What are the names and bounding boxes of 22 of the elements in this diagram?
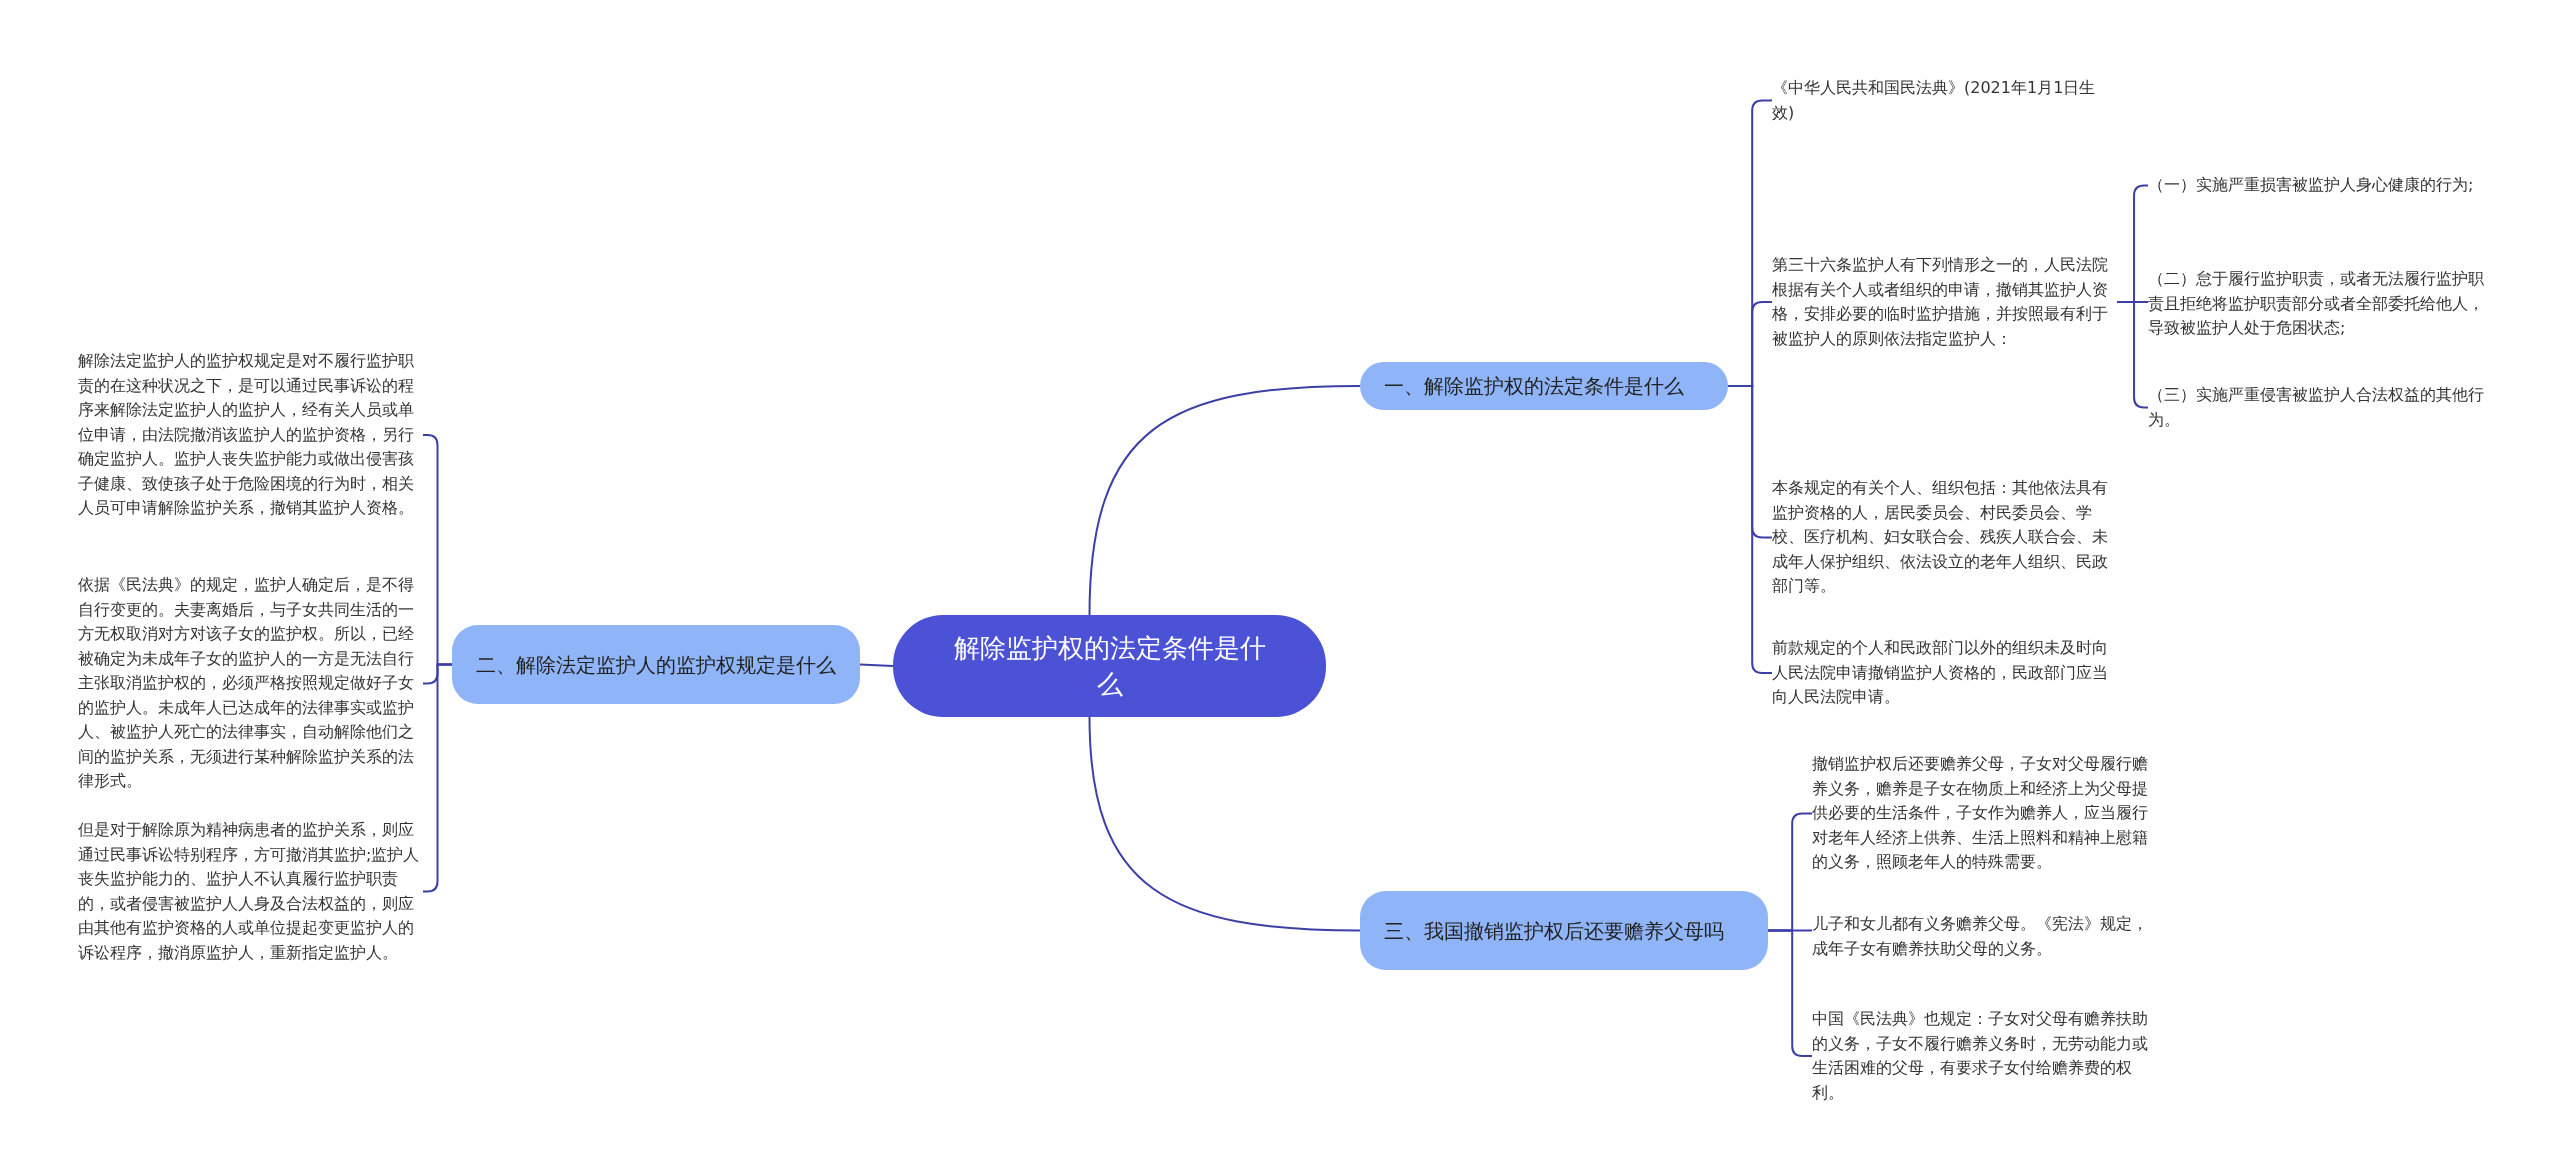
connector-line	[1088, 716, 1361, 932]
note-text: 解除法定监护人的监护权规定是对不履行监护职责的在这种状况之下，是可以通过民事诉讼的程序来解除法定监护人的监护人，经有关人员或单位申请，由法院撤消该监护人的监护资格，另行确定监护人。监护人丧失监护能力或做出侵害孩子健康、致使孩子处于危险困境的行为时，相关人员可申请解除监护关系，撤销其监护人资格。	[78, 349, 423, 521]
note-text: 《中华人民共和国民法典》(2021年1月1日生效)	[1772, 76, 2117, 125]
connector-line	[2116, 301, 2149, 409]
note-text: 撤销监护权后还要赡养父母，子女对父母履行赡养义务，赡养是子女在物质上和经济上为父母提供必要的生活条件，子女作为赡养人，应当履行对老年人经济上供养、生活上照料和精神上慰籍的义务，照顾老年人的特殊需要。	[1812, 752, 2157, 875]
note-text: （一）实施严重损害被监护人身心健康的行为;	[2148, 173, 2493, 198]
note-text: 前款规定的个人和民政部门以外的组织未及时向人民法院申请撤销监护人资格的，民政部门应当向人民法院申请。	[1772, 636, 2117, 710]
topic-box: 二、解除法定监护人的监护权规定是什么	[452, 625, 860, 704]
note-text: （二）怠于履行监护职责，或者无法履行监护职责且拒绝将监护职责部分或者全部委托给他人，导致被监护人处于危困状态;	[2148, 267, 2493, 341]
note-text: 儿子和女儿都有义务赡养父母。《宪法》规定，成年子女有赡养扶助父母的义务。	[1812, 912, 2157, 961]
topic-box: 一、解除监护权的法定条件是什么	[1360, 362, 1728, 410]
connector-line	[1727, 385, 1773, 674]
connector-line	[1088, 385, 1361, 616]
note-text: 中国《民法典》也规定：子女对父母有赡养扶助的义务，子女不履行赡养义务时，无劳动能力或生活困难的父母，有要求子女付给赡养费的权利。	[1812, 1007, 2157, 1105]
central-topic-box: 解除监护权的法定条件是什么	[893, 615, 1326, 717]
note-text: 但是对于解除原为精神病患者的监护关系，则应通过民事诉讼特别程序，方可撤消其监护;监护人丧失监护能力的、监护人不认真履行监护职责的，或者侵害被监护人人身及合法权益的，则应由其他有监护资格的人或单位提起变更监护人的诉讼程序，撤消原监护人，重新指定监护人。	[78, 818, 423, 965]
note-text: （三）实施严重侵害被监护人合法权益的其他行为。	[2148, 383, 2493, 432]
note-text: 依据《民法典》的规定，监护人确定后，是不得自行变更的。夫妻离婚后，与子女共同生活的一方无权取消对方对该子女的监护权。所以，已经被确定为未成年子女的监护人的一方是无法自行主张取消监护权的，必须严格按照规定做好子女的监护人。未成年人已达成年的法律事实或监护人、被监护人死亡的法律事实，自动解除他们之间的监护关系，无须进行某种解除监护关系的法律形式。	[78, 573, 423, 794]
connector-line	[859, 663, 894, 667]
note-text: 本条规定的有关个人、组织包括：其他依法具有监护资格的人，居民委员会、村民委员会、学校、医疗机构、妇女联合会、残疾人联合会、未成年人保护组织、依法设立的老年人组织、民政部门等。	[1772, 476, 2117, 599]
topic-box: 三、我国撤销监护权后还要赡养父母吗	[1360, 891, 1768, 970]
note-text: 第三十六条监护人有下列情形之一的，人民法院根据有关个人或者组织的申请，撤销其监护人资格，安排必要的临时监护措施，并按照最有利于被监护人的原则依法指定监护人：	[1772, 253, 2117, 351]
